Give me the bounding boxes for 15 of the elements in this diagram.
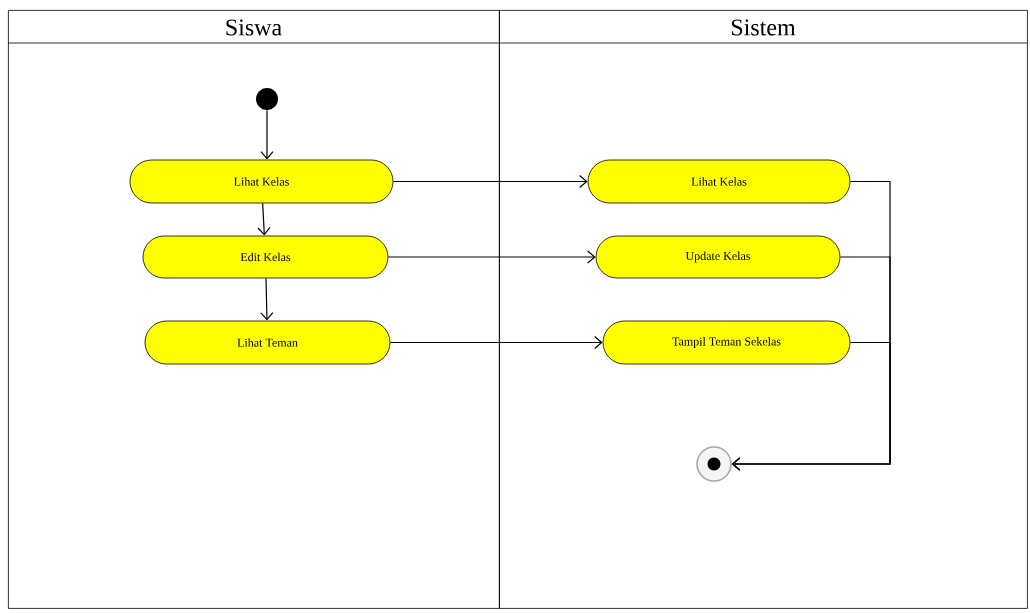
activity-box: Tampil Teman Sekelas <box>602 320 851 365</box>
activity-box: Update Kelas <box>595 235 841 279</box>
arrow <box>389 335 603 350</box>
start-node <box>256 88 278 110</box>
arrow <box>387 250 596 264</box>
activity-box: Lihat Teman <box>144 320 391 365</box>
arrow <box>260 277 274 321</box>
activity-box: Lihat Kelas <box>587 159 851 204</box>
arrow <box>260 109 274 160</box>
activity-box: Lihat Kelas <box>129 159 394 204</box>
activity-box: Edit Kelas <box>142 235 389 279</box>
arrow <box>392 174 588 189</box>
arrow <box>731 341 891 471</box>
arrow <box>257 202 271 236</box>
end-node <box>696 446 732 482</box>
